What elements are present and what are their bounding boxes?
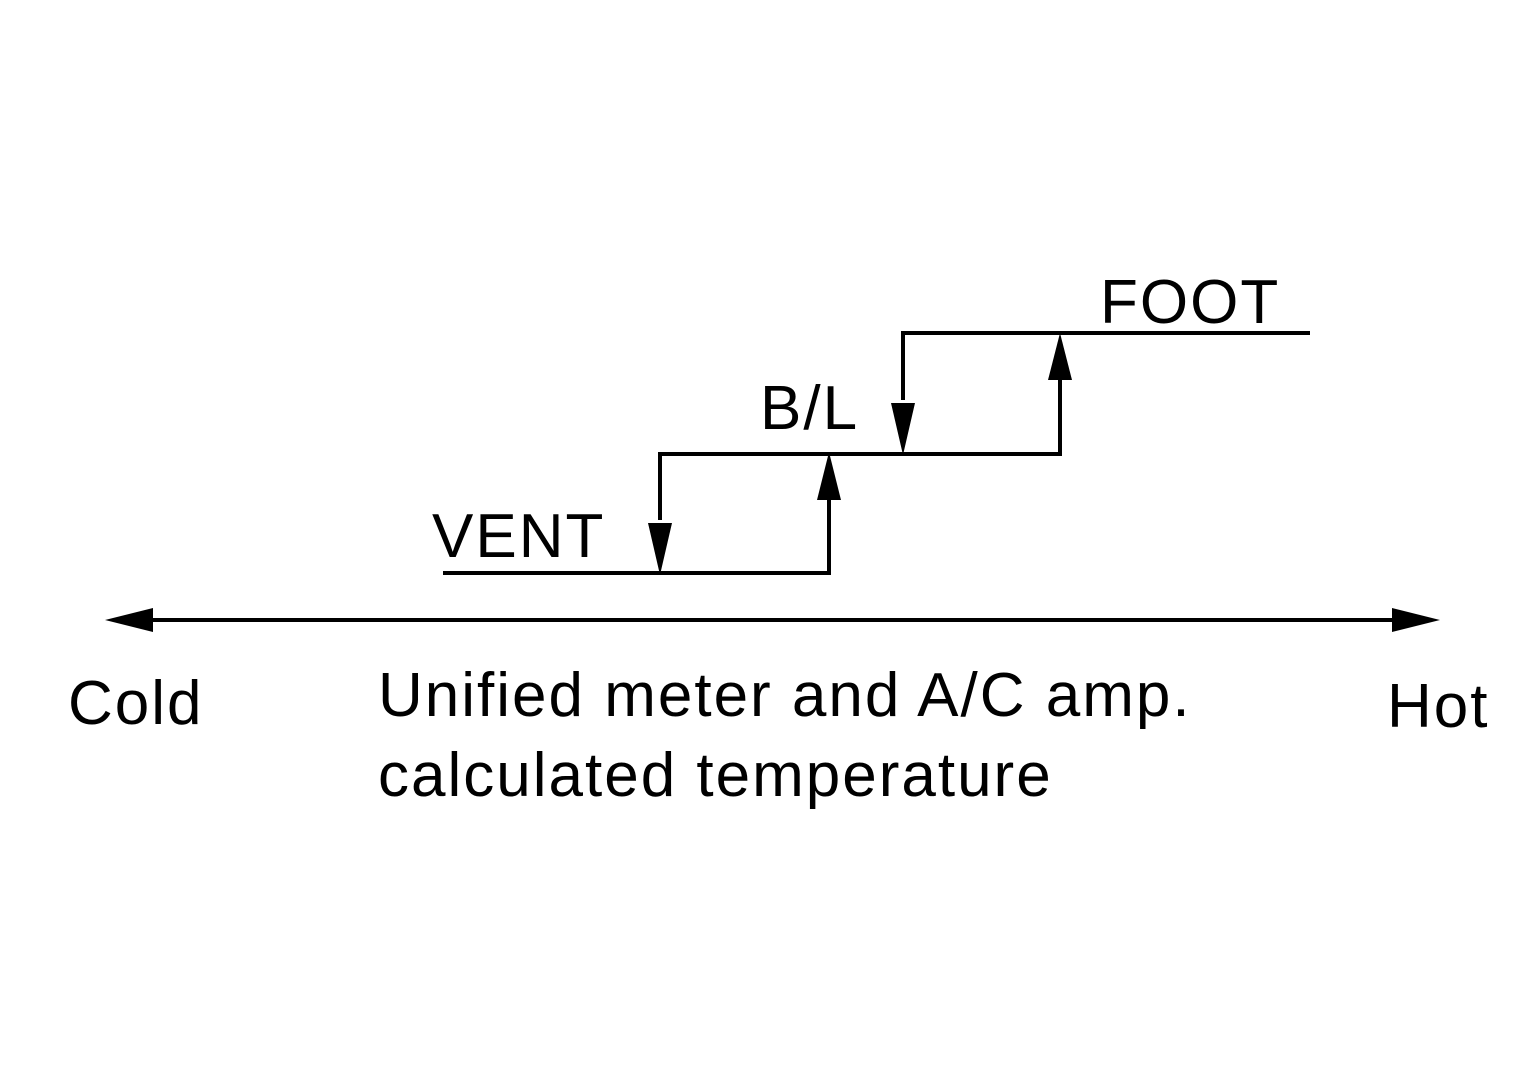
mode-steps	[443, 331, 1310, 575]
arrow-up-to-bilevel	[817, 452, 841, 500]
axis-title-line2: calculated temperature	[378, 741, 1053, 810]
bilevel-level-line	[658, 375, 1062, 520]
bilevel-label: B/L	[760, 374, 859, 443]
temperature-axis	[105, 608, 1440, 632]
arrow-up-to-foot	[1048, 333, 1072, 380]
axis-arrow-left	[105, 608, 153, 632]
transition-arrows	[648, 333, 1072, 575]
vent-level-line	[443, 495, 831, 575]
axis-title-line1: Unified meter and A/C amp.	[378, 661, 1192, 730]
arrow-down-to-vent	[648, 523, 672, 575]
vent-label: VENT	[432, 502, 605, 571]
foot-label: FOOT	[1100, 268, 1280, 337]
cold-label: Cold	[68, 669, 204, 738]
foot-level-line	[901, 331, 1310, 400]
arrow-down-to-bilevel	[891, 403, 915, 455]
hot-label: Hot	[1387, 672, 1489, 741]
axis-arrow-right	[1392, 608, 1440, 632]
